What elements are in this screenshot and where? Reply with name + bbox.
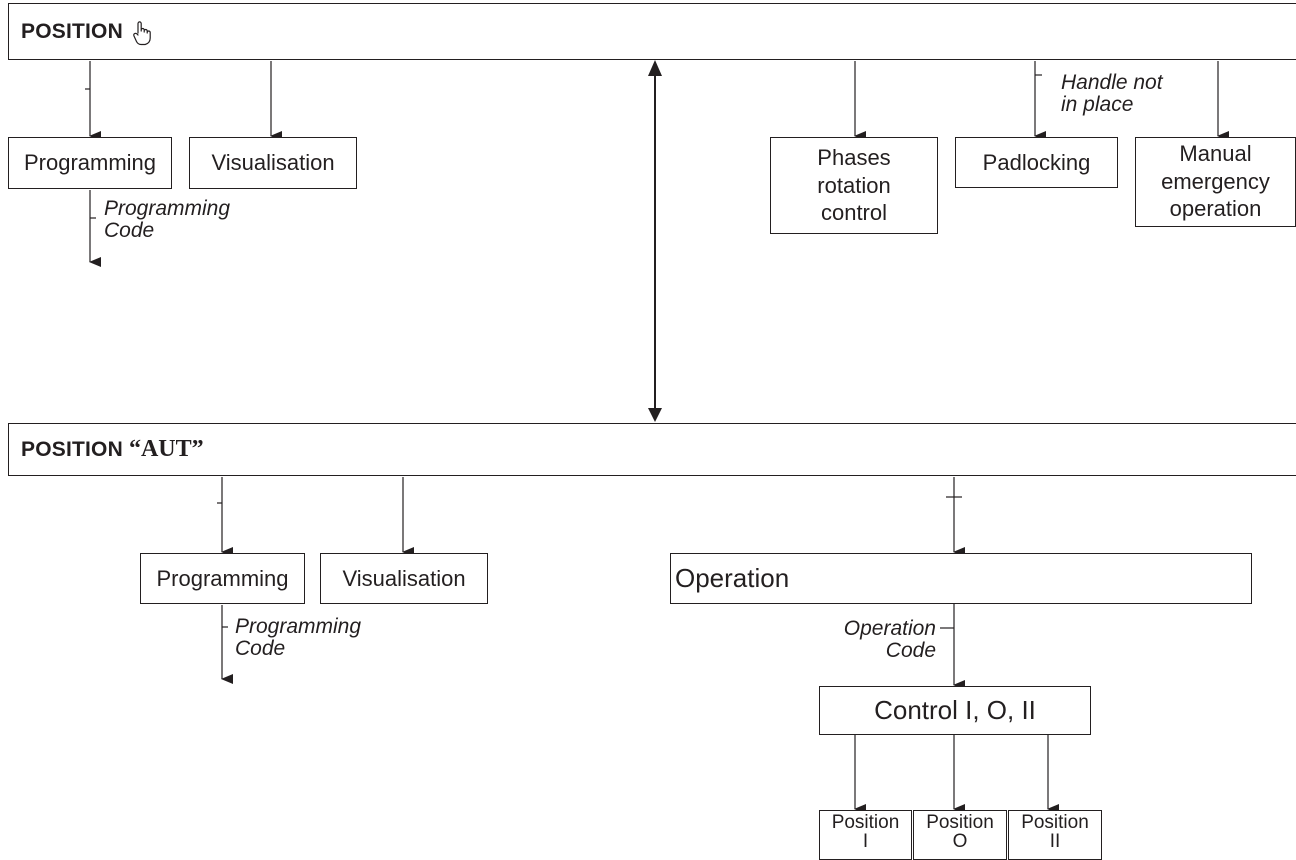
auto-programming-code-note: Programming Code: [235, 615, 362, 661]
position-ii-box: Position II: [1008, 810, 1102, 860]
programming-box: Programming: [8, 137, 172, 189]
operation-code-note: Operation Code: [843, 617, 936, 663]
auto-position-title: POSITION: [21, 437, 123, 461]
pointing-hand-icon: [131, 20, 153, 46]
auto-programming-box: Programming: [140, 553, 305, 604]
position-o-box: Position O: [913, 810, 1007, 860]
manual-emergency-operation-box: Manual emergency operation: [1135, 137, 1296, 227]
auto-visualisation-box: Visualisation: [320, 553, 488, 604]
position-i-box: Position I: [819, 810, 912, 860]
programming-code-note: Programming Code: [104, 197, 231, 243]
manual-position-banner: POSITION: [8, 3, 1296, 60]
auto-position-label: “AUT”: [128, 436, 204, 462]
visualisation-box: Visualisation: [189, 137, 357, 189]
manual-position-title: POSITION: [21, 19, 123, 43]
auto-position-banner: POSITION “AUT”: [8, 423, 1296, 476]
handle-not-in-place-note: Handle not in place: [1061, 71, 1163, 117]
phases-rotation-control-box: Phases rotation control: [770, 137, 938, 234]
padlocking-box: Padlocking: [955, 137, 1118, 188]
operation-box: Operation: [670, 553, 1252, 604]
control-box: Control I, O, II: [819, 686, 1091, 735]
